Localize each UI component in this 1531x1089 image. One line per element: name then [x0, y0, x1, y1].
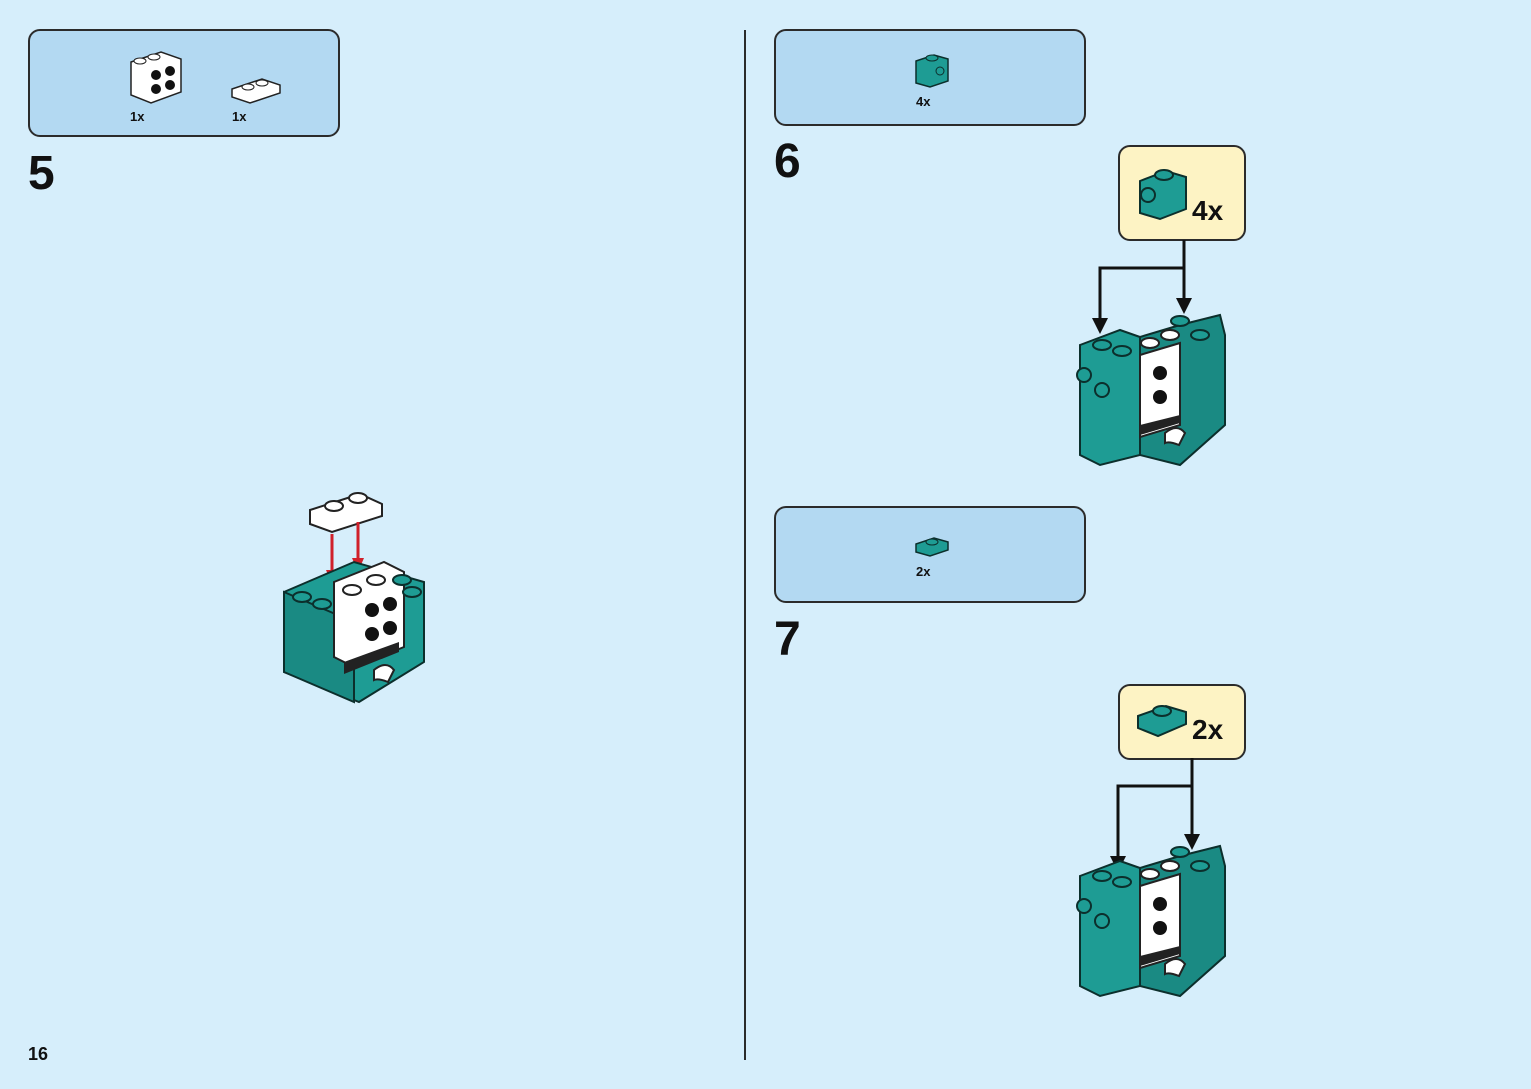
part-qty: 1x	[130, 109, 145, 124]
callout-qty: 4x	[1192, 195, 1224, 226]
teal-brick-1x1-icon	[915, 54, 949, 88]
step-number: 6	[774, 135, 801, 188]
part-qty: 1x	[232, 109, 247, 124]
parts-list-step-7: 2x	[774, 506, 1086, 603]
white-brick-2x2-icon	[130, 51, 182, 104]
callout-step-7: 2x	[1118, 684, 1246, 760]
teal-brick-1x1-icon	[1139, 169, 1187, 221]
teal-plate-1x1-icon	[915, 537, 949, 557]
white-plate-1x2-icon	[231, 78, 281, 104]
teal-plate-1x1-icon	[1137, 704, 1187, 738]
plate-placement-illustration	[283, 492, 425, 703]
part-qty: 2x	[916, 564, 931, 579]
step-6-model-illustration	[1076, 314, 1226, 466]
step-7-model-illustration	[1076, 845, 1226, 997]
parts-list-step-6: 4x	[774, 29, 1086, 126]
step-number: 7	[774, 613, 801, 666]
step-number: 5	[28, 147, 55, 200]
page-number: 16	[28, 1044, 49, 1064]
callout-step-6: 4x	[1118, 145, 1246, 241]
parts-list-step-5: 1x 1x	[28, 29, 340, 137]
page-divider	[744, 30, 746, 1060]
part-qty: 4x	[916, 94, 931, 109]
brick-placement-arrows	[1092, 240, 1192, 334]
callout-qty: 2x	[1192, 714, 1224, 745]
